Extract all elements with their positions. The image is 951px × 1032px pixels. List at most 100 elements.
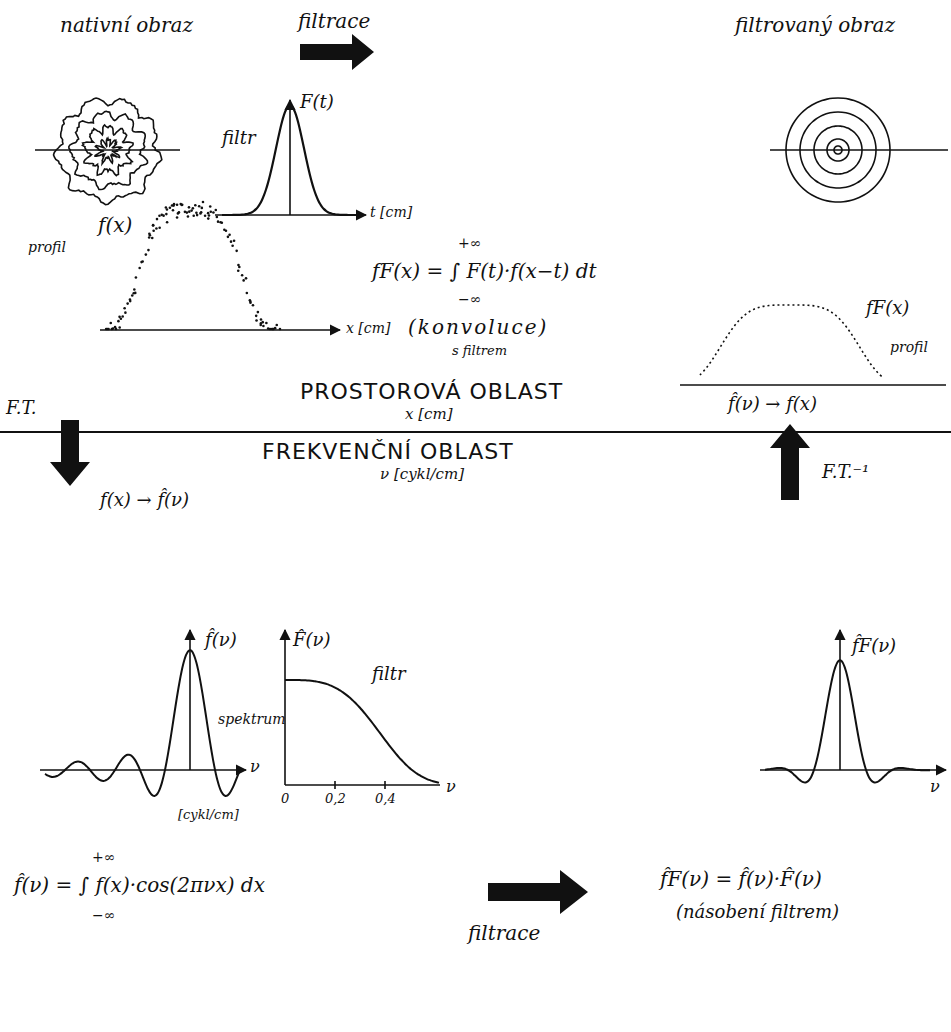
filter-curve xyxy=(285,680,439,783)
data-dot xyxy=(124,311,127,314)
data-dot xyxy=(245,277,248,280)
data-dot xyxy=(201,207,204,210)
tick-label: 0 xyxy=(281,792,289,806)
axis-label: f̂F(ν) xyxy=(852,636,896,656)
data-dot xyxy=(259,324,262,327)
image-caption: filtrovaný obraz xyxy=(735,14,895,36)
data-dot xyxy=(221,221,224,224)
formula-note: s filtrem xyxy=(452,344,507,358)
data-dot xyxy=(231,244,234,247)
data-dot xyxy=(235,250,238,253)
data-dot xyxy=(249,301,252,304)
transform-label: f(x) → f̂(ν) xyxy=(100,490,189,510)
block-arrow xyxy=(50,420,90,486)
contour-line xyxy=(800,112,876,188)
data-dot xyxy=(135,276,138,279)
data-dot xyxy=(155,227,158,230)
data-dot xyxy=(133,288,136,291)
data-dot xyxy=(190,209,193,212)
data-dot xyxy=(257,311,260,314)
data-dot xyxy=(117,320,120,323)
axis-label: ν xyxy=(250,758,260,776)
data-dot xyxy=(255,319,258,322)
contour-line xyxy=(69,111,148,189)
spectrum-curve xyxy=(45,650,240,796)
formula: f̂(ν) = ∫ f(x)·cos(2πνx) dx xyxy=(14,874,265,896)
tick-label: 0,4 xyxy=(375,792,396,806)
filtered-profile xyxy=(700,305,883,377)
transform-label: f̂(ν) → f(x) xyxy=(728,394,817,414)
data-dot xyxy=(166,221,169,224)
data-dot xyxy=(274,327,277,330)
data-dot xyxy=(176,203,179,206)
axis-unit: ν [cykl/cm] xyxy=(380,466,464,483)
data-dot xyxy=(131,294,134,297)
data-dot xyxy=(192,207,195,210)
data-dot xyxy=(120,317,123,320)
data-dot xyxy=(187,215,190,218)
block-arrow xyxy=(300,34,374,70)
data-dot xyxy=(173,203,176,206)
data-dot xyxy=(165,213,168,216)
data-dot xyxy=(204,214,207,217)
contour-line xyxy=(54,98,162,205)
data-dot xyxy=(238,266,241,269)
data-dot xyxy=(176,216,179,219)
axis-line xyxy=(285,784,440,786)
data-dot xyxy=(265,322,268,325)
filter-curve xyxy=(222,105,358,215)
data-dot xyxy=(217,220,220,223)
data-dot xyxy=(228,233,231,236)
data-dot xyxy=(169,206,172,209)
data-dot xyxy=(123,307,126,310)
data-dot xyxy=(118,326,121,329)
axis-label: f̂(ν) xyxy=(205,630,237,650)
data-dot xyxy=(109,322,112,325)
data-dot xyxy=(252,304,255,307)
contour-line xyxy=(82,125,133,176)
data-dot xyxy=(227,236,230,239)
data-dot xyxy=(134,292,137,295)
image-caption: nativní obraz xyxy=(60,14,193,36)
tick-mark xyxy=(334,781,336,789)
axis-unit: x [cm] xyxy=(405,406,453,423)
formula-note: (konvoluce) xyxy=(408,316,548,338)
data-dot xyxy=(126,302,129,305)
data-dot xyxy=(172,209,175,212)
data-dot xyxy=(209,210,212,213)
axis-label: ν xyxy=(930,778,940,796)
axis-line xyxy=(289,100,291,215)
data-dot xyxy=(129,300,132,303)
data-dot xyxy=(272,328,275,331)
data-dot xyxy=(152,224,155,227)
block-arrow xyxy=(488,870,588,914)
contour-line xyxy=(95,139,121,164)
curve-label: f(x) xyxy=(98,214,132,236)
spectrum-curve xyxy=(765,660,930,782)
contour-line xyxy=(814,126,862,174)
data-dot xyxy=(121,315,124,318)
data-dot xyxy=(192,214,195,217)
contour-line xyxy=(827,139,849,161)
data-dot xyxy=(260,318,263,321)
data-dot xyxy=(207,217,210,220)
data-dot xyxy=(152,229,155,232)
smooth-contours xyxy=(786,98,890,202)
curve-label: fF(x) xyxy=(866,298,909,318)
data-dot xyxy=(230,240,233,243)
data-dot xyxy=(262,325,265,328)
data-dot xyxy=(158,226,161,229)
process-label: filtrace xyxy=(298,10,370,32)
data-dot xyxy=(214,209,217,212)
data-dot xyxy=(198,205,201,208)
data-dot xyxy=(188,206,191,209)
data-dot xyxy=(177,212,180,215)
data-dot xyxy=(181,203,184,206)
data-dot xyxy=(107,328,110,331)
data-dot xyxy=(225,230,228,233)
contour-line xyxy=(786,98,890,202)
data-dot xyxy=(279,328,282,331)
data-dot xyxy=(158,214,161,217)
tick-label: 0,2 xyxy=(325,792,346,806)
